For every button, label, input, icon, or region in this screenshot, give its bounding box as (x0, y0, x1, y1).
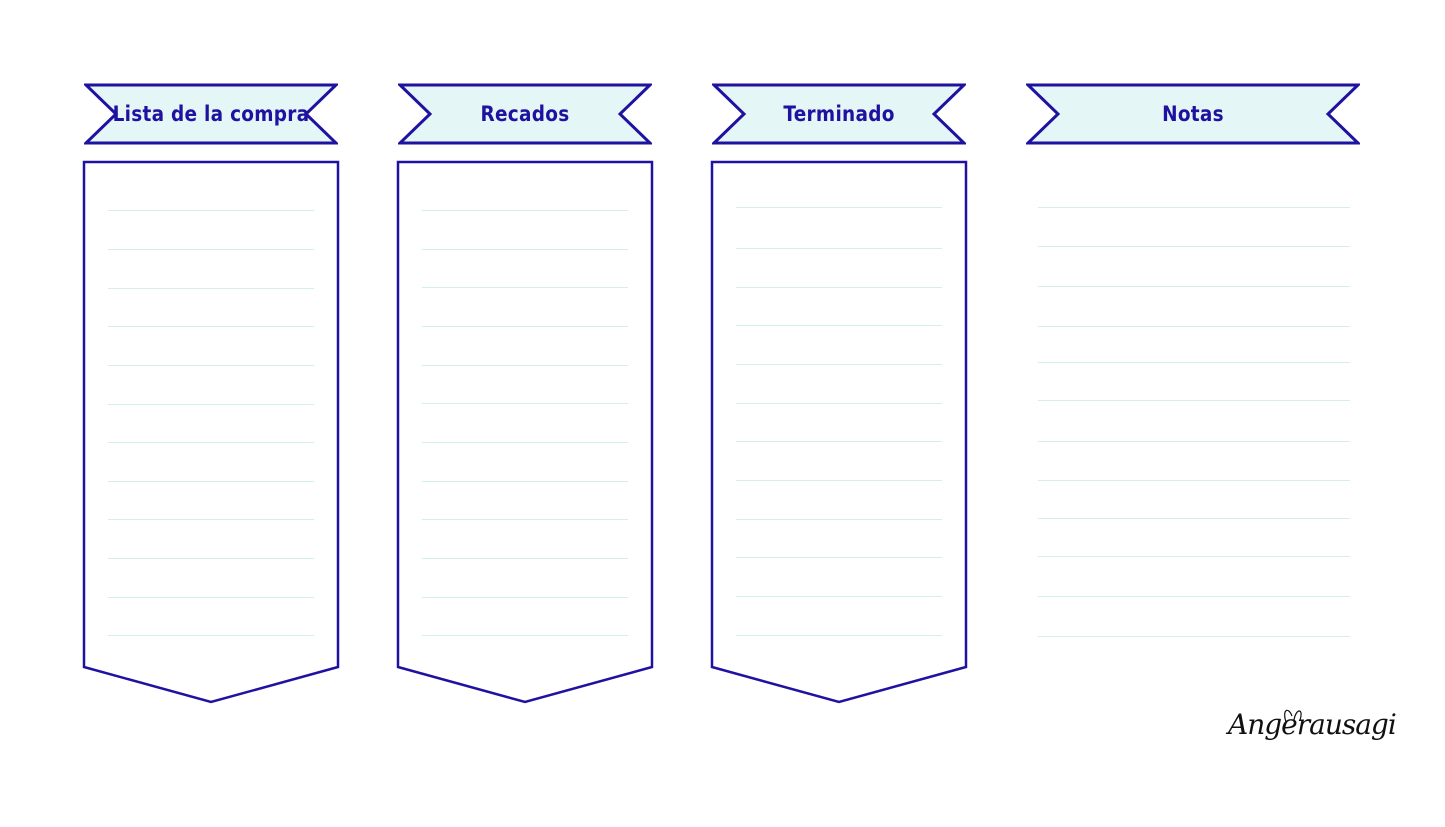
writing-line (422, 635, 628, 636)
writing-line (422, 365, 628, 366)
writing-line (1038, 518, 1350, 519)
writing-line (1038, 556, 1350, 557)
writing-line (108, 404, 314, 405)
banner-title: Notas (1162, 102, 1224, 126)
writing-line (422, 287, 628, 288)
writing-line (108, 519, 314, 520)
writing-line (1038, 636, 1350, 637)
writing-line (422, 442, 628, 443)
writing-line (422, 249, 628, 250)
writing-line (736, 519, 942, 520)
panel-outline (710, 160, 968, 704)
writing-line (108, 442, 314, 443)
writing-line (736, 557, 942, 558)
banner-terminado: Terminado (712, 83, 966, 145)
banner-ribbon-shape (712, 83, 966, 145)
writing-line (1038, 246, 1350, 247)
writing-line (736, 635, 942, 636)
writing-line (108, 210, 314, 211)
writing-line (736, 596, 942, 597)
writing-line (736, 248, 942, 249)
writing-line (422, 558, 628, 559)
writing-line (422, 519, 628, 520)
writing-line (108, 635, 314, 636)
writing-line (1038, 400, 1350, 401)
banner-recados: Recados (398, 83, 652, 145)
writing-line (422, 210, 628, 211)
writing-line (1038, 596, 1350, 597)
writing-line (422, 403, 628, 404)
banner-notas: Notas (1026, 83, 1360, 145)
bunny-ears-icon (1284, 709, 1302, 723)
writing-line (736, 364, 942, 365)
writing-line (108, 288, 314, 289)
banner-ribbon-shape (1026, 83, 1360, 145)
writing-line (1038, 326, 1350, 327)
writing-line (108, 365, 314, 366)
writing-line (108, 481, 314, 482)
writing-line (736, 480, 942, 481)
writing-line (1038, 441, 1350, 442)
writing-line (736, 403, 942, 404)
panel-outline (396, 160, 654, 704)
banner-lista-de-la-compra: Lista de la compra (84, 83, 338, 145)
signature-logo: Angerausagi (1228, 700, 1397, 752)
writing-line (736, 287, 942, 288)
signature-text: Angerausagi (1228, 708, 1397, 741)
writing-line (108, 558, 314, 559)
writing-line (736, 325, 942, 326)
writing-line (1038, 286, 1350, 287)
writing-line (108, 326, 314, 327)
writing-line (1038, 362, 1350, 363)
panel-recados[interactable] (396, 160, 654, 705)
writing-line (422, 481, 628, 482)
writing-line (422, 326, 628, 327)
writing-line (1038, 207, 1350, 208)
writing-line (1038, 480, 1350, 481)
panel-terminado[interactable] (710, 160, 968, 705)
banner-title: Lista de la compra (112, 102, 310, 126)
panel-notas[interactable] (1036, 160, 1350, 650)
banner-title: Terminado (783, 102, 895, 126)
panel-lista-de-la-compra[interactable] (82, 160, 340, 705)
panel-outline (82, 160, 340, 704)
banner-title: Recados (480, 102, 570, 126)
banner-ribbon-shape (398, 83, 652, 145)
banner-ribbon-shape (84, 83, 338, 145)
writing-line (108, 249, 314, 250)
writing-line (422, 597, 628, 598)
writing-line (736, 441, 942, 442)
writing-line (736, 207, 942, 208)
writing-line (108, 597, 314, 598)
